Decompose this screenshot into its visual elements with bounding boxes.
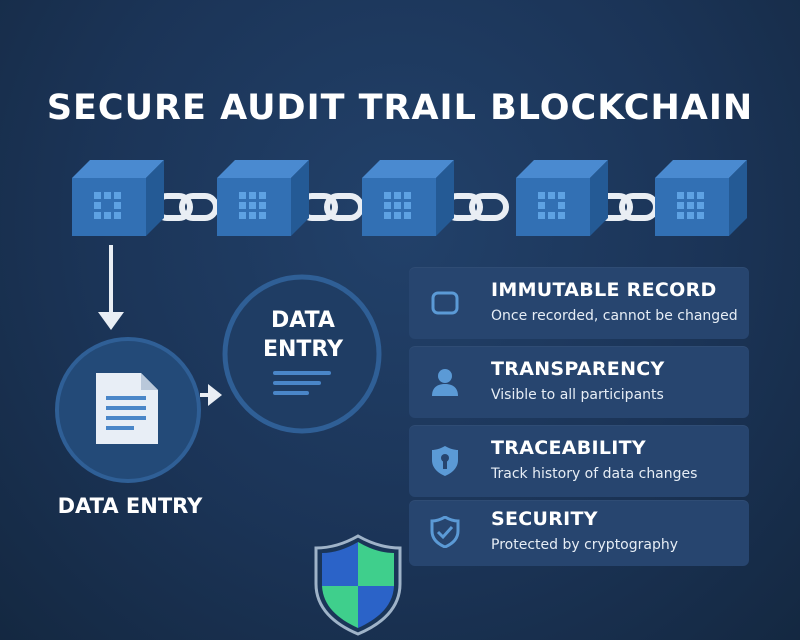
feature-description: Track history of data changes: [491, 466, 698, 482]
person-icon: [432, 369, 458, 396]
page-title: SECURE AUDIT TRAIL BLOCKCHAIN: [46, 88, 754, 128]
feature-card-traceability: TRACEABILITY Track history of data chang…: [409, 425, 749, 497]
shield-icon: [314, 534, 402, 636]
feature-card-security: SECURITY Protected by cryptography: [409, 500, 749, 566]
feature-title: SECURITY: [491, 508, 598, 530]
data-entry-label: DATA ENTRY: [57, 494, 203, 518]
down-arrow-icon: [98, 245, 124, 330]
data-entry-circle-title: DATA ENTRY: [226, 306, 380, 364]
data-entry-circle: [222, 274, 382, 434]
feature-title: TRANSPARENCY: [491, 358, 665, 380]
circle-title-line-1: DATA: [271, 308, 335, 333]
feature-description: Once recorded, cannot be changed: [491, 308, 738, 324]
square-icon: [431, 291, 459, 315]
circle-title-line-2: ENTRY: [262, 337, 344, 362]
feature-title: TRACEABILITY: [491, 437, 646, 459]
feature-description: Visible to all participants: [491, 387, 664, 403]
feature-card-transparency: TRANSPARENCY Visible to all participants: [409, 346, 749, 418]
feature-card-immutable-record: IMMUTABLE RECORD Once recorded, cannot b…: [409, 267, 749, 339]
feature-title: IMMUTABLE RECORD: [491, 279, 717, 301]
text-lines-icon: [273, 371, 331, 395]
document-icon: [96, 373, 158, 444]
check-shield-icon: [430, 516, 460, 548]
right-arrow-icon: [200, 384, 222, 406]
keyhole-shield-icon: [432, 446, 458, 476]
document-circle: [55, 337, 201, 483]
feature-description: Protected by cryptography: [491, 537, 679, 553]
